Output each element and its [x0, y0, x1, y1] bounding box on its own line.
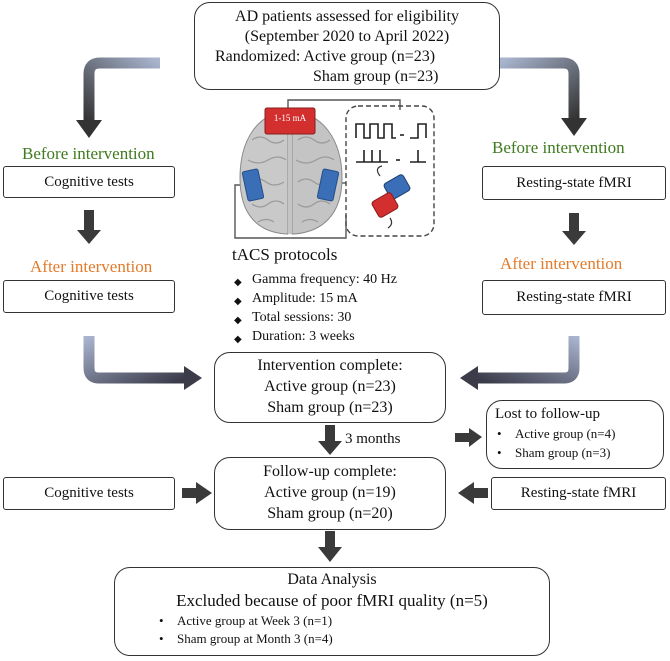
- left-after-label: After intervention: [30, 257, 153, 276]
- followup-right-box: Resting-state fMRI: [491, 477, 666, 510]
- followup-sham: Sham group (n=20): [267, 505, 393, 522]
- analysis-item: Active group at Week 3 (n=1): [157, 612, 549, 630]
- arrow-left-to-intervention: [83, 336, 202, 390]
- brain-illustration: [234, 99, 401, 239]
- right-after-box: Resting-state fMRI: [482, 280, 666, 315]
- stimulator-panel: [345, 105, 435, 237]
- arrow-left-followup: [182, 482, 212, 504]
- electrode-label: 1-15 mA: [273, 113, 307, 123]
- enrollment-title: AD patients assessed for eligibility: [235, 8, 459, 25]
- enrollment-period: (September 2020 to April 2022): [244, 28, 450, 45]
- tacs-title: tACS protocols: [232, 245, 338, 264]
- intervention-box: Intervention complete: Active group (n=2…: [214, 352, 446, 423]
- left-before-label: Before intervention: [22, 144, 155, 163]
- arrow-top-left: [76, 57, 160, 138]
- intervention-active: Active group (n=23): [264, 378, 396, 395]
- arrow-three-months: [318, 425, 342, 455]
- arrow-to-analysis: [318, 531, 342, 562]
- intervention-title: Intervention complete:: [257, 357, 403, 374]
- lost-title: Lost to follow-up: [495, 406, 600, 422]
- tacs-item: Amplitude: 15 mA: [232, 289, 397, 311]
- followup-box: Follow-up complete: Active group (n=19) …: [214, 457, 446, 530]
- enrollment-box: AD patients assessed for eligibility (Se…: [194, 2, 500, 90]
- right-before-box: Resting-state fMRI: [482, 166, 666, 200]
- analysis-item: Sham group at Month 3 (n=4): [157, 630, 549, 648]
- arrow-right-followup: [458, 482, 488, 504]
- left-after-box: Cognitive tests: [3, 280, 175, 313]
- right-after-label: After intervention: [500, 254, 623, 273]
- analysis-box: Data Analysis Excluded because of poor f…: [114, 567, 550, 656]
- randomized-active: Randomized: Active group (n=23): [215, 48, 436, 65]
- tacs-item: Gamma frequency: 40 Hz: [232, 270, 397, 292]
- followup-left-box: Cognitive tests: [3, 477, 175, 510]
- followup-active: Active group (n=19): [264, 484, 396, 501]
- arrow-left-down-1: [77, 210, 101, 244]
- analysis-title: Data Analysis: [287, 571, 377, 588]
- right-before-label: Before intervention: [492, 138, 625, 157]
- lost-item: Sham group (n=3): [495, 443, 663, 462]
- left-before-box: Cognitive tests: [3, 166, 175, 198]
- tacs-list: Gamma frequency: 40 Hz Amplitude: 15 mA …: [232, 270, 397, 349]
- lost-followup-box: Lost to follow-up Active group (n=4) Sha…: [486, 400, 664, 469]
- arrow-top-right: [500, 57, 587, 136]
- analysis-subtitle: Excluded because of poor fMRI quality (n…: [176, 591, 488, 610]
- followup-title: Follow-up complete:: [263, 463, 397, 480]
- intervention-sham: Sham group (n=23): [267, 399, 393, 416]
- arrow-right-down-1: [562, 213, 586, 245]
- arrow-right-to-intervention: [460, 336, 580, 390]
- arrow-to-lost: [455, 428, 482, 447]
- tacs-item: Total sessions: 30: [232, 308, 397, 330]
- interval-label: 3 months: [345, 431, 401, 447]
- tacs-item: Duration: 3 weeks: [232, 327, 397, 349]
- lost-item: Active group (n=4): [495, 424, 663, 443]
- randomized-sham: Sham group (n=23): [313, 68, 439, 85]
